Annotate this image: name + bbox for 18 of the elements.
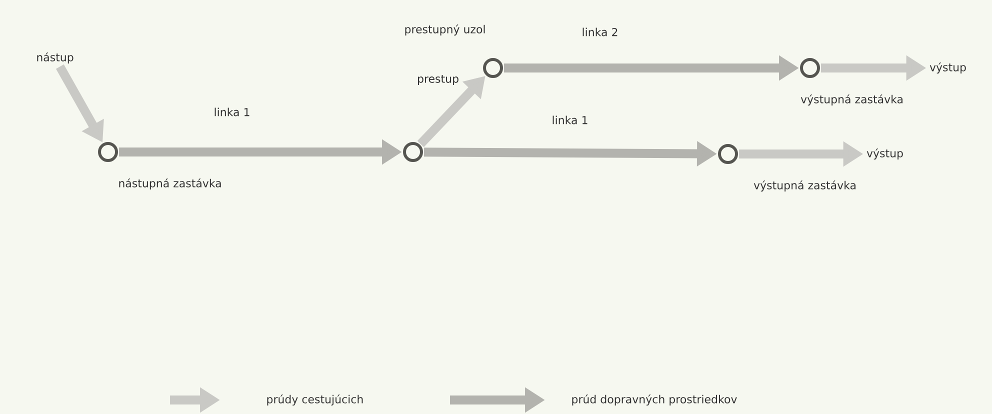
edge-label: linka 2 xyxy=(582,28,618,36)
legend-label: prúdy cestujúcich xyxy=(267,394,363,406)
legend-label: prúd dopravných prostriedkov xyxy=(572,394,737,406)
stop-caption: nástupná zastávka xyxy=(119,178,221,190)
edge-label: prestup xyxy=(418,75,458,85)
edge-label: linka 1 xyxy=(552,116,588,124)
stop-circle xyxy=(483,58,503,78)
edge-label: linka 1 xyxy=(214,108,250,116)
stop-caption: výstupná zastávka xyxy=(800,94,902,106)
stop-caption: prestupný uzol xyxy=(405,24,485,36)
node-label: výstup xyxy=(866,148,903,160)
node-label: výstup xyxy=(930,62,966,74)
stop-circle xyxy=(403,142,423,162)
node-label: nástup xyxy=(37,52,74,64)
stop-circle xyxy=(800,58,820,78)
stop-circle xyxy=(718,144,738,164)
stop-caption: výstupná zastávka xyxy=(754,180,856,192)
stop-circle xyxy=(98,142,118,162)
